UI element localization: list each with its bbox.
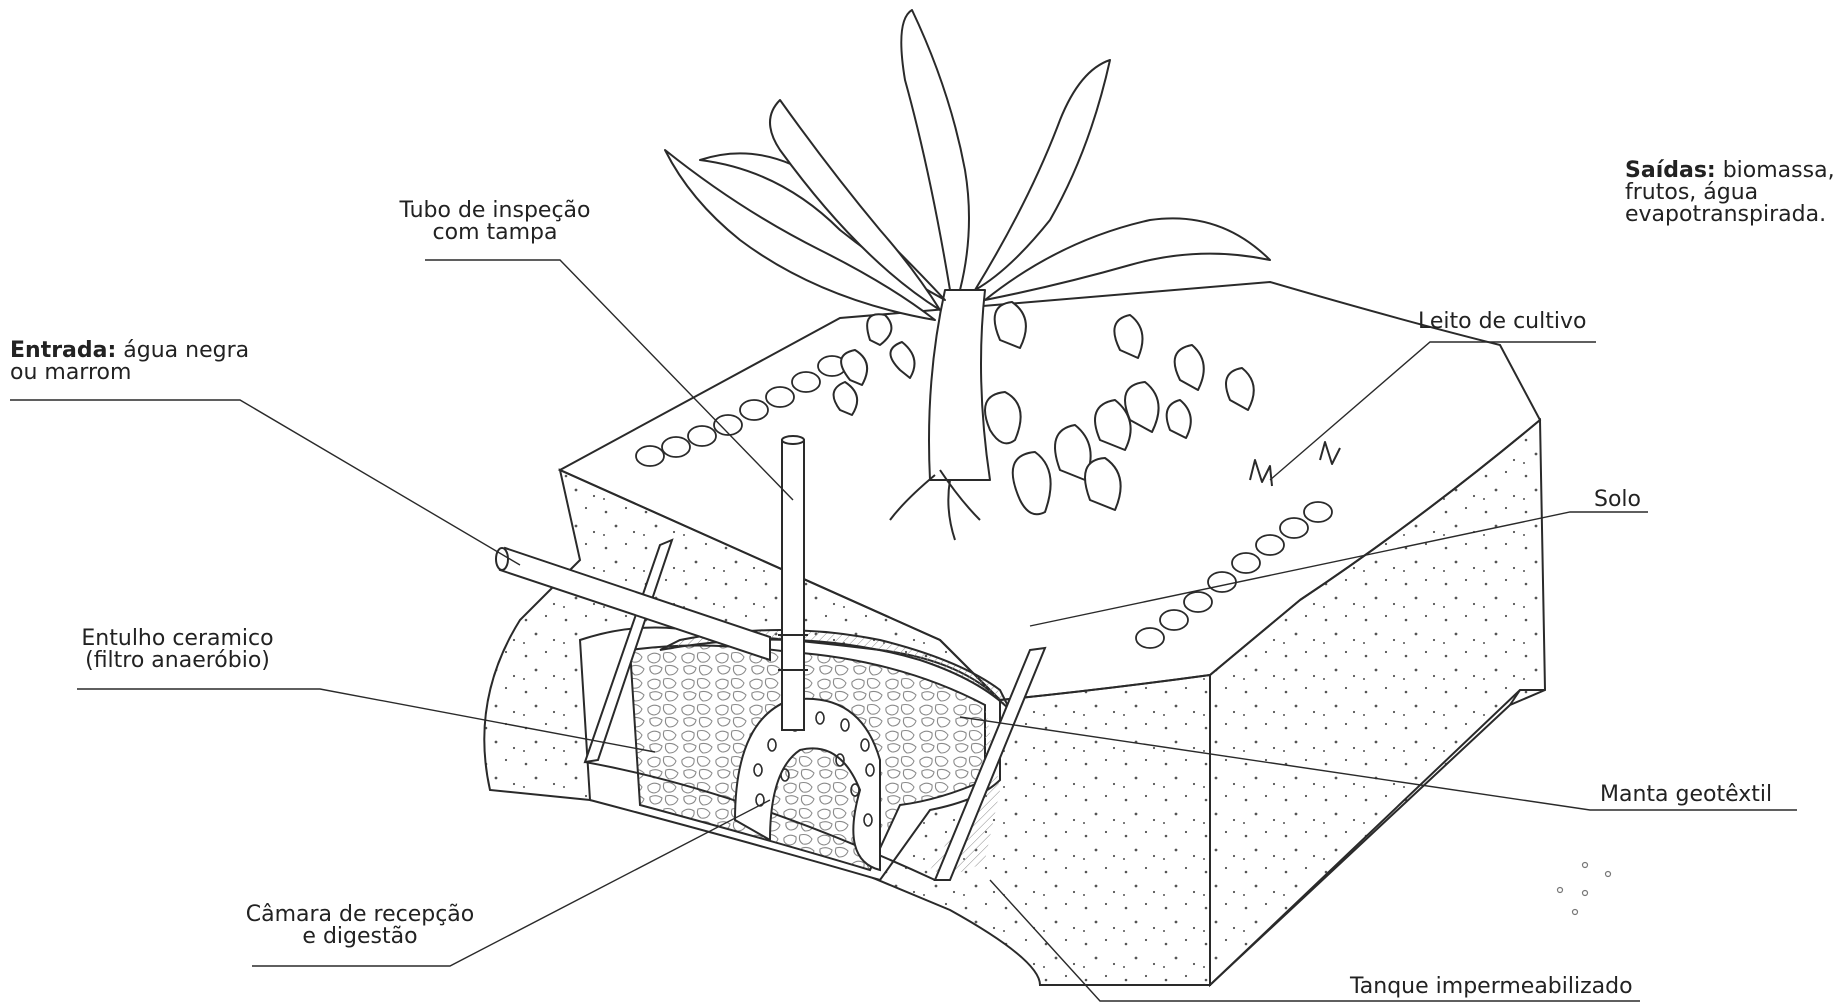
leader-inlet	[10, 400, 520, 565]
inspection-tube	[778, 436, 808, 730]
label-tank: Tanque impermeabilizado	[1350, 976, 1633, 998]
label-growing-bed: Leito de cultivo	[1418, 311, 1586, 333]
label-rubble: Entulho ceramico (filtro anaeróbio)	[60, 628, 295, 672]
decorative-marks	[1558, 863, 1611, 915]
label-inspection-tube: Tubo de inspeção com tampa	[385, 200, 605, 244]
label-outlets: Saídas: biomassa, frutos, água evapotran…	[1625, 160, 1835, 226]
label-soil: Solo	[1594, 489, 1641, 511]
label-geotextile: Manta geotêxtil	[1600, 784, 1772, 806]
label-inlet: Entrada: água negra ou marrom	[10, 340, 249, 384]
label-chamber: Câmara de recepção e digestão	[235, 904, 485, 948]
